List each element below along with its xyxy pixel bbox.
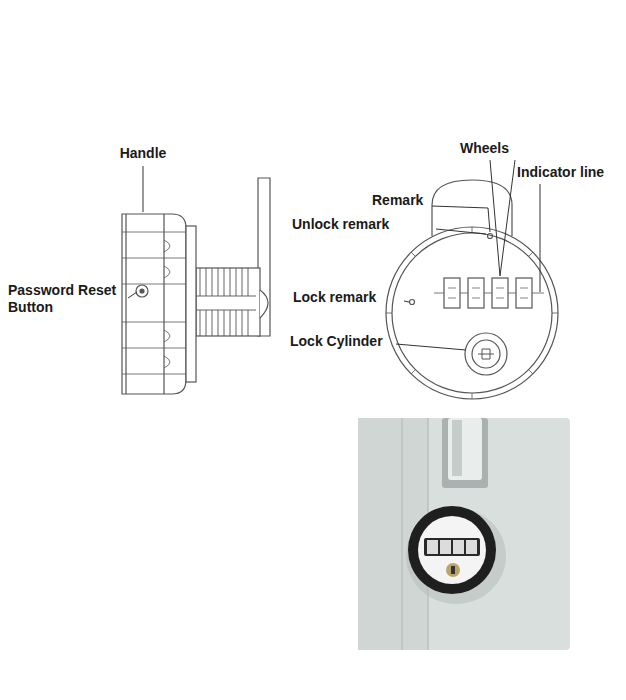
reset-button-label: Password Reset Button — [8, 282, 120, 316]
lock-cylinder-label: Lock Cylinder — [290, 333, 383, 350]
unlock-remark-label: Unlock remark — [292, 216, 389, 233]
remark-label: Remark — [372, 192, 423, 209]
handle-label: Handle — [120, 145, 167, 162]
indicator-label: Indicator line — [517, 164, 604, 181]
wheels-label: Wheels — [460, 140, 509, 157]
lock-remark-label: Lock remark — [293, 289, 376, 306]
